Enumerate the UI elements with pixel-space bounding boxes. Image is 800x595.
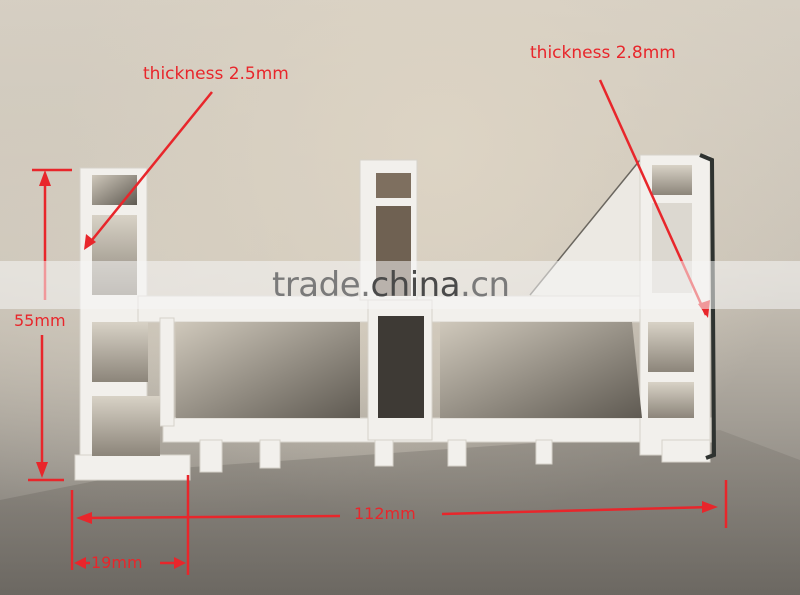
partial-width-label: 19mm [91, 553, 143, 572]
height-label: 55mm [14, 311, 66, 330]
watermark-part-china: china [370, 265, 461, 305]
watermark-band [0, 261, 800, 309]
thickness-left-label: thickness 2.5mm [143, 64, 289, 84]
watermark: trade.china.cn [272, 265, 510, 305]
dimension-lines [28, 79, 728, 575]
thickness-right-label: thickness 2.8mm [530, 43, 676, 63]
total-width-label: 112mm [354, 504, 416, 523]
watermark-part-trade: trade. [272, 265, 371, 305]
watermark-part-cn: .cn [460, 265, 510, 305]
